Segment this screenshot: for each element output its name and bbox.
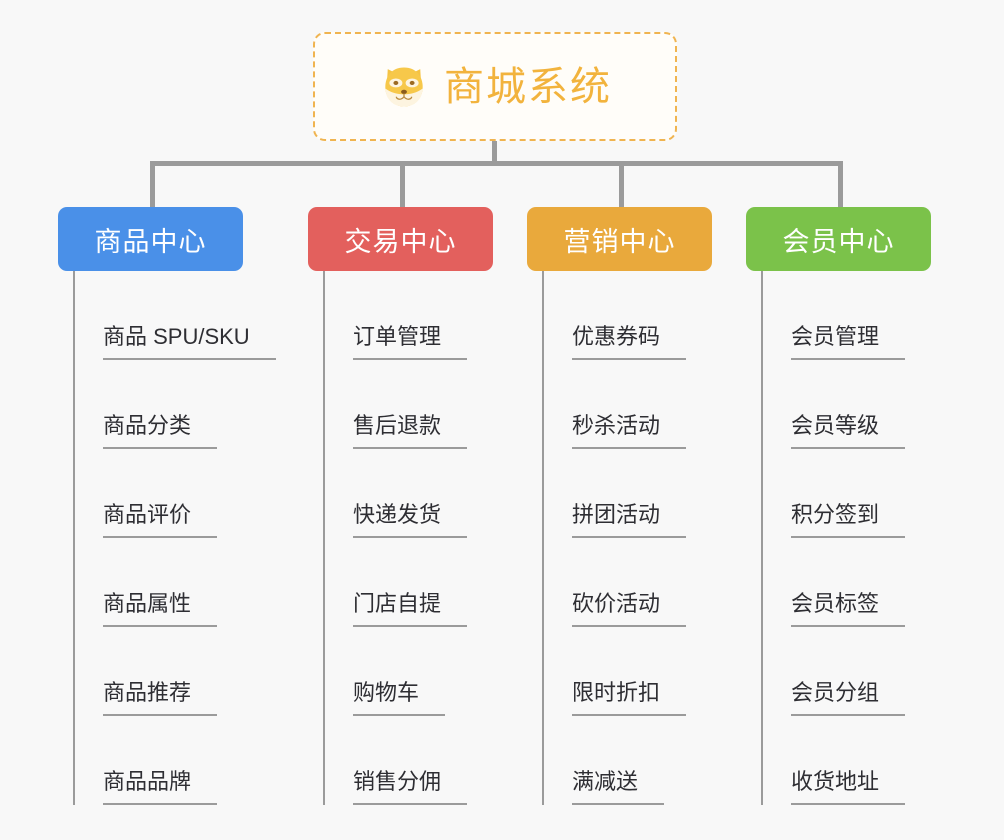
leaf-label: 秒杀活动	[572, 415, 687, 449]
drop-connector-4	[838, 161, 843, 208]
leaf-label: 购物车	[353, 682, 446, 716]
list-item[interactable]: 限时折扣	[544, 627, 712, 716]
leaf-label: 拼团活动	[572, 504, 687, 538]
branch-column-trade: 交易中心 订单管理 售后退款 快递发货 门店自提 购物车 销售分佣	[308, 207, 493, 805]
list-item[interactable]: 会员管理	[763, 271, 931, 360]
leaf-label: 商品 SPU/SKU	[103, 326, 276, 360]
list-item[interactable]: 商品分类	[75, 360, 276, 449]
list-item[interactable]: 会员标签	[763, 538, 931, 627]
leaf-label: 限时折扣	[572, 682, 687, 716]
leaf-label: 会员标签	[791, 593, 906, 627]
list-item[interactable]: 会员等级	[763, 360, 931, 449]
branch-header-member[interactable]: 会员中心	[746, 207, 931, 271]
drop-connector-1	[150, 161, 155, 208]
leaf-label: 会员等级	[791, 415, 906, 449]
dog-face-icon	[378, 61, 430, 113]
list-item[interactable]: 商品推荐	[75, 627, 276, 716]
root-title: 商城系统	[444, 64, 612, 109]
leaf-list-marketing: 优惠券码 秒杀活动 拼团活动 砍价活动 限时折扣 满减送	[542, 271, 712, 805]
list-item[interactable]: 售后退款	[325, 360, 493, 449]
list-item[interactable]: 收货地址	[763, 716, 931, 805]
leaf-label: 售后退款	[353, 415, 468, 449]
leaf-label: 收货地址	[791, 771, 906, 805]
leaf-label: 积分签到	[791, 504, 906, 538]
leaf-label: 商品属性	[103, 593, 218, 627]
branch-header-product[interactable]: 商品中心	[58, 207, 243, 271]
branch-header-trade[interactable]: 交易中心	[308, 207, 493, 271]
branch-header-label: 交易中心	[344, 226, 457, 257]
root-node[interactable]: 商城系统	[313, 32, 677, 141]
list-item[interactable]: 会员分组	[763, 627, 931, 716]
leaf-label: 商品品牌	[103, 771, 218, 805]
leaf-label: 优惠券码	[572, 326, 687, 360]
list-item[interactable]: 拼团活动	[544, 449, 712, 538]
leaf-label: 商品评价	[103, 504, 218, 538]
list-item[interactable]: 快递发货	[325, 449, 493, 538]
leaf-list-member: 会员管理 会员等级 积分签到 会员标签 会员分组 收货地址	[761, 271, 931, 805]
leaf-label: 会员分组	[791, 682, 906, 716]
list-item[interactable]: 商品 SPU/SKU	[75, 271, 276, 360]
branch-column-member: 会员中心 会员管理 会员等级 积分签到 会员标签 会员分组 收货地址	[746, 207, 931, 805]
list-item[interactable]: 商品属性	[75, 538, 276, 627]
horizontal-bus-connector	[150, 161, 840, 166]
list-item[interactable]: 积分签到	[763, 449, 931, 538]
branch-header-marketing[interactable]: 营销中心	[527, 207, 712, 271]
leaf-label: 订单管理	[353, 326, 468, 360]
list-item[interactable]: 购物车	[325, 627, 493, 716]
leaf-list-product: 商品 SPU/SKU 商品分类 商品评价 商品属性 商品推荐 商品品牌	[73, 271, 276, 805]
leaf-list-trade: 订单管理 售后退款 快递发货 门店自提 购物车 销售分佣	[323, 271, 493, 805]
list-item[interactable]: 砍价活动	[544, 538, 712, 627]
leaf-label: 砍价活动	[572, 593, 687, 627]
leaf-label: 会员管理	[791, 326, 906, 360]
leaf-label: 快递发货	[353, 504, 468, 538]
list-item[interactable]: 销售分佣	[325, 716, 493, 805]
root-stem-connector	[492, 141, 497, 165]
branch-column-product: 商品中心 商品 SPU/SKU 商品分类 商品评价 商品属性 商品推荐 商品品牌	[58, 207, 276, 805]
leaf-label: 销售分佣	[353, 771, 468, 805]
list-item[interactable]: 商品评价	[75, 449, 276, 538]
list-item[interactable]: 商品品牌	[75, 716, 276, 805]
branch-header-label: 会员中心	[782, 226, 895, 257]
list-item[interactable]: 门店自提	[325, 538, 493, 627]
list-item[interactable]: 订单管理	[325, 271, 493, 360]
branch-header-label: 商品中心	[94, 226, 207, 257]
list-item[interactable]: 满减送	[544, 716, 712, 805]
leaf-label: 商品推荐	[103, 682, 218, 716]
leaf-label: 门店自提	[353, 593, 468, 627]
list-item[interactable]: 秒杀活动	[544, 360, 712, 449]
branch-header-label: 营销中心	[563, 226, 676, 257]
leaf-label: 满减送	[572, 771, 665, 805]
list-item[interactable]: 优惠券码	[544, 271, 712, 360]
drop-connector-3	[619, 161, 624, 208]
branch-column-marketing: 营销中心 优惠券码 秒杀活动 拼团活动 砍价活动 限时折扣 满减送	[527, 207, 712, 805]
drop-connector-2	[400, 161, 405, 208]
leaf-label: 商品分类	[103, 415, 218, 449]
